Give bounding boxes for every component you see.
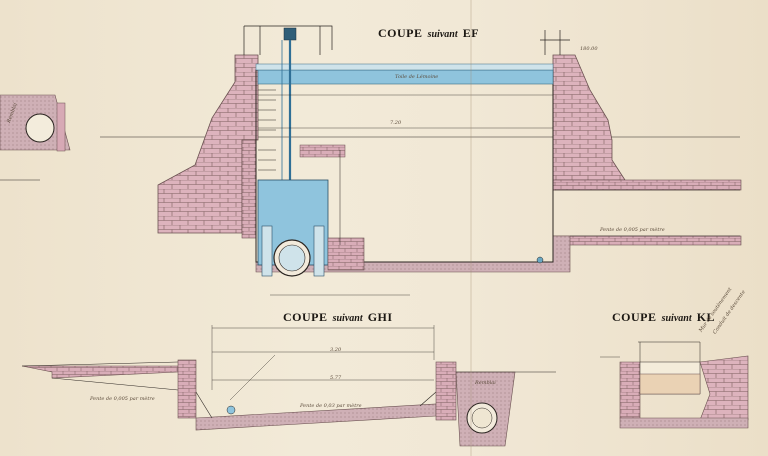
- ef-slope-label: Pente de 0,005 par mètre: [600, 227, 665, 233]
- left-fragment: [0, 94, 71, 181]
- ghi-remblai: Remblai: [475, 380, 496, 386]
- title-ghi-suivant: suivant: [332, 313, 363, 324]
- title-ghi-letters: GHI: [367, 310, 393, 324]
- ef-dim-main: 7.20: [390, 120, 402, 126]
- title-coupe-ghi: COUPE suivant GHI: [283, 306, 393, 325]
- ef-dim-top: 180.00: [580, 46, 598, 52]
- section-kl: [600, 341, 749, 429]
- ef-water-label: Toile de Lémoine: [395, 74, 439, 80]
- title-ef-coupe: COUPE: [378, 26, 423, 40]
- ghi-dim-mid: 5.77: [330, 375, 342, 381]
- title-ghi-coupe: COUPE: [283, 310, 328, 324]
- ghi-slope-left: Pente de 0,005 par mètre: [90, 396, 155, 402]
- title-ef-suivant: suivant: [427, 29, 458, 40]
- title-coupe-kl: COUPE suivant KL: [612, 306, 715, 325]
- ghi-dim-top: 3.20: [330, 347, 342, 353]
- title-kl-suivant: suivant: [661, 313, 692, 324]
- title-kl-letters: KL: [696, 310, 716, 324]
- ghi-slope-floor: Pente de 0,03 par mètre: [300, 403, 362, 409]
- title-ef-letters: EF: [462, 26, 480, 40]
- title-coupe-ef: COUPE suivant EF: [378, 22, 479, 41]
- section-ef: [100, 25, 742, 296]
- title-kl-coupe: COUPE: [612, 310, 657, 324]
